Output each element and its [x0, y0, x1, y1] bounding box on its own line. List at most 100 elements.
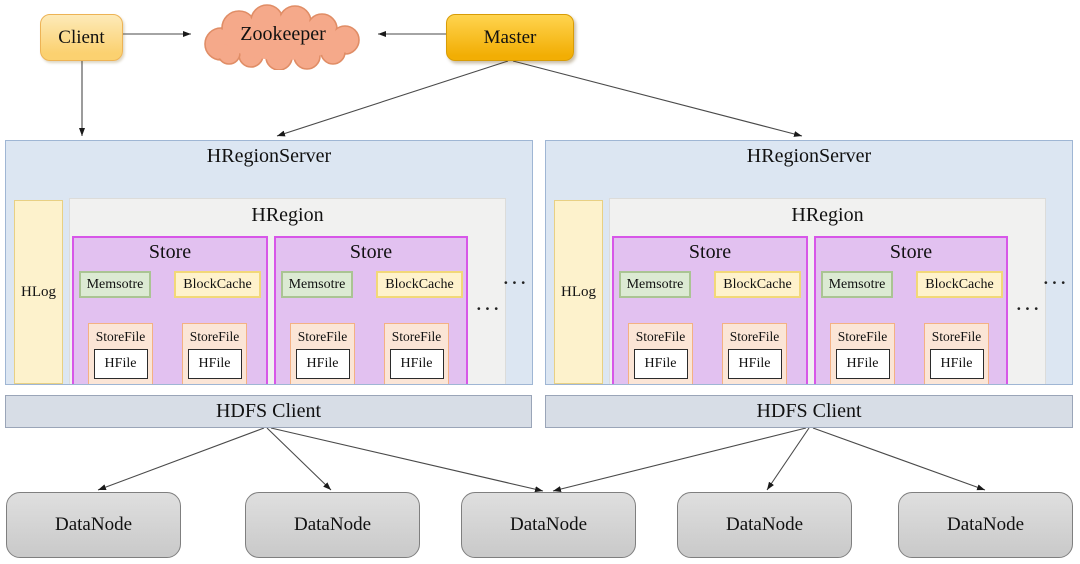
region-server-1: HRegionServer HLog HRegion Store Memsotr…	[5, 140, 533, 385]
hfile-box: HFile	[389, 349, 444, 379]
arrow-hdfs2-to-datanode4	[766, 427, 810, 491]
storefile-label: StoreFile	[95, 329, 146, 344]
storefile-box: StoreFile HFile	[924, 323, 989, 384]
datanode-5: DataNode	[898, 492, 1073, 558]
hdfs-client-bar-2: HDFS Client	[545, 395, 1073, 428]
blockcache-label: BlockCache	[723, 276, 792, 292]
client-label: Client	[58, 26, 105, 48]
more-hregions-ellipsis: ···	[1042, 273, 1069, 292]
arrow-hdfs1-to-datanode2	[266, 427, 332, 491]
storefile-label: StoreFile	[297, 329, 348, 344]
hfile-box: HFile	[727, 349, 782, 379]
arrow-hdfs2-to-datanode3	[552, 427, 807, 492]
region-server-title: HRegionServer	[746, 145, 872, 167]
store-title: Store	[349, 241, 393, 263]
hregion-box: HRegion Store Memsotre BlockCache StoreF…	[609, 198, 1046, 384]
datanode-1: DataNode	[6, 492, 181, 558]
more-stores-ellipsis: ···	[1015, 299, 1042, 318]
store-box: Store Memsotre BlockCache StoreFile HFil…	[814, 236, 1008, 384]
hregion-title: HRegion	[791, 204, 864, 226]
storefile-box: StoreFile HFile	[722, 323, 787, 384]
store-title: Store	[148, 241, 192, 263]
more-stores-ellipsis: ···	[475, 299, 502, 318]
storefile-box: StoreFile HFile	[830, 323, 895, 384]
storefile-box: StoreFile HFile	[628, 323, 693, 384]
hdfs-client-label: HDFS Client	[756, 400, 862, 422]
storefile-label: StoreFile	[635, 329, 686, 344]
storefile-box: StoreFile HFile	[290, 323, 355, 384]
hfile-label: HFile	[644, 356, 677, 371]
zookeeper-label: Zookeeper	[240, 22, 326, 45]
zookeeper-cloud-shape	[191, 4, 375, 71]
hlog-label: HLog	[21, 283, 56, 300]
storefile-label: StoreFile	[837, 329, 888, 344]
memstore-label: Memsotre	[828, 276, 886, 292]
zookeeper-node: Zookeeper	[191, 4, 375, 64]
store-title: Store	[889, 241, 933, 263]
blockcache-box: BlockCache	[376, 271, 463, 298]
blockcache-box: BlockCache	[714, 271, 801, 298]
blockcache-label: BlockCache	[385, 276, 454, 292]
region-server-2: HRegionServer HLog HRegion Store Memsotr…	[545, 140, 1073, 385]
master-label: Master	[483, 26, 537, 48]
datanode-label: DataNode	[54, 514, 133, 535]
hfile-label: HFile	[198, 356, 231, 371]
datanode-3: DataNode	[461, 492, 636, 558]
storefile-box: StoreFile HFile	[182, 323, 247, 384]
arrow-hdfs1-to-datanode1	[97, 427, 265, 491]
memstore-label: Memsotre	[86, 276, 144, 292]
hfile-box: HFile	[929, 349, 984, 379]
memstore-label: Memsotre	[288, 276, 346, 292]
arrow-hdfs2-to-datanode5	[812, 427, 986, 491]
hdfs-client-bar-1: HDFS Client	[5, 395, 532, 428]
store-title: Store	[688, 241, 732, 263]
hfile-label: HFile	[104, 356, 137, 371]
datanode-2: DataNode	[245, 492, 420, 558]
master-node: Master	[446, 14, 574, 61]
hlog-box: HLog	[554, 200, 603, 384]
blockcache-label: BlockCache	[925, 276, 994, 292]
arrow-master-to-regionserver2	[512, 60, 803, 137]
hfile-box: HFile	[93, 349, 148, 379]
datanode-4: DataNode	[677, 492, 852, 558]
blockcache-label: BlockCache	[183, 276, 252, 292]
hfile-label: HFile	[306, 356, 339, 371]
more-hregions-ellipsis: ···	[502, 273, 529, 292]
hlog-label: HLog	[561, 283, 596, 300]
hlog-box: HLog	[14, 200, 63, 384]
memstore-label: Memsotre	[626, 276, 684, 292]
region-server-title: HRegionServer	[206, 145, 332, 167]
memstore-box: Memsotre	[619, 271, 691, 298]
datanode-label: DataNode	[946, 514, 1025, 535]
datanode-label: DataNode	[725, 514, 804, 535]
storefile-box: StoreFile HFile	[88, 323, 153, 384]
hfile-label: HFile	[940, 356, 973, 371]
hfile-box: HFile	[295, 349, 350, 379]
storefile-label: StoreFile	[391, 329, 442, 344]
hfile-box: HFile	[633, 349, 688, 379]
storefile-box: StoreFile HFile	[384, 323, 449, 384]
store-box: Store Memsotre BlockCache StoreFile HFil…	[612, 236, 808, 384]
hregion-box: HRegion Store Memsotre BlockCache StoreF…	[69, 198, 506, 384]
hfile-label: HFile	[846, 356, 879, 371]
store-box: Store Memsotre BlockCache StoreFile HFil…	[72, 236, 268, 384]
datanode-label: DataNode	[509, 514, 588, 535]
hregion-title: HRegion	[251, 204, 324, 226]
storefile-label: StoreFile	[189, 329, 240, 344]
hfile-box: HFile	[835, 349, 890, 379]
store-box: Store Memsotre BlockCache StoreFile HFil…	[274, 236, 468, 384]
blockcache-box: BlockCache	[916, 271, 1003, 298]
blockcache-box: BlockCache	[174, 271, 261, 298]
storefile-label: StoreFile	[729, 329, 780, 344]
hfile-box: HFile	[187, 349, 242, 379]
arrow-hdfs1-to-datanode3	[270, 427, 544, 493]
datanode-label: DataNode	[293, 514, 372, 535]
hfile-label: HFile	[738, 356, 771, 371]
client-node: Client	[40, 14, 123, 61]
arrow-master-to-regionserver1	[276, 60, 509, 137]
hdfs-client-label: HDFS Client	[215, 400, 322, 422]
hfile-label: HFile	[400, 356, 433, 371]
storefile-label: StoreFile	[931, 329, 982, 344]
memstore-box: Memsotre	[79, 271, 151, 298]
